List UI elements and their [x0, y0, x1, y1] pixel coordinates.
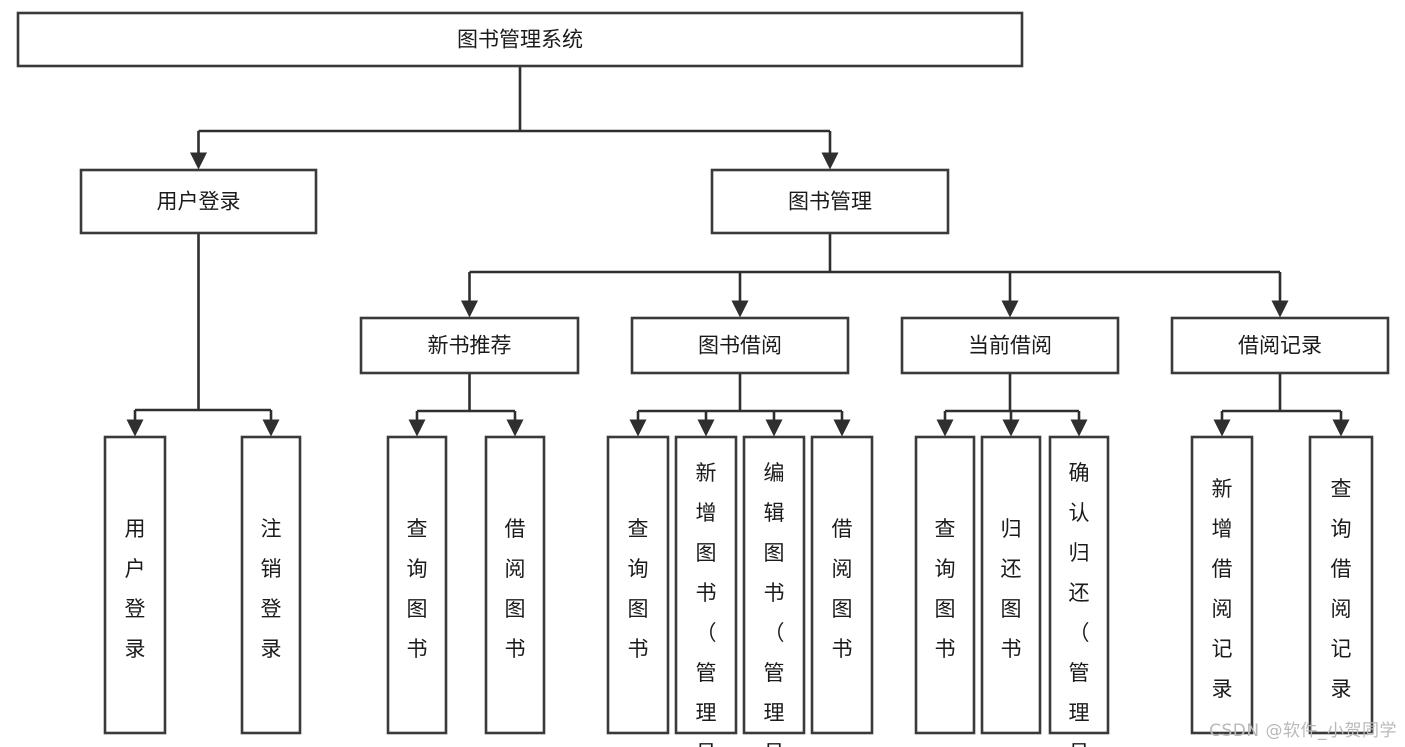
node-box — [484, 435, 546, 735]
leaf-node-归还图书[interactable]: 归还图书 — [980, 435, 1042, 735]
arrow-head-icon — [262, 419, 280, 437]
arrow-head-icon — [821, 152, 839, 170]
node-label: 查询图书 — [407, 517, 428, 661]
node-label: 确认归还（管理员） — [1069, 461, 1090, 747]
node-box — [900, 316, 1120, 375]
leaf-node-查询图书[interactable]: 查询图书 — [386, 435, 448, 735]
node-box — [914, 435, 976, 735]
leaf-node-新增借阅记录[interactable]: 新增借阅记录 — [1190, 435, 1254, 735]
level2-node-用户登录[interactable]: 用户登录 — [79, 168, 318, 235]
arrow-head-icon — [697, 419, 715, 437]
node-label: 用户登录 — [157, 190, 241, 214]
leaf-node-编辑图书管理员[interactable]: 编辑图书（管理员） — [742, 435, 806, 747]
node-label: 查询借阅记录 — [1331, 477, 1352, 701]
node-label: 当前借阅 — [968, 334, 1052, 358]
arrow-head-icon — [731, 300, 749, 318]
level3-node-当前借阅[interactable]: 当前借阅 — [900, 316, 1120, 375]
leaf-node-借阅图书[interactable]: 借阅图书 — [484, 435, 546, 735]
arrow-head-icon — [1332, 419, 1350, 437]
node-label: 借阅图书 — [505, 517, 526, 661]
node-label: 新增借阅记录 — [1212, 477, 1233, 701]
node-box — [1048, 435, 1110, 735]
node-label: 图书管理系统 — [457, 28, 583, 52]
node-label: 新增图书（管理员） — [696, 461, 717, 747]
node-box — [742, 435, 806, 735]
node-box — [103, 435, 167, 735]
arrow-head-icon — [936, 419, 954, 437]
node-box — [810, 435, 874, 735]
node-label: 编辑图书（管理员） — [764, 461, 785, 747]
arrow-head-icon — [1002, 419, 1020, 437]
node-box — [674, 435, 738, 735]
node-box — [1170, 316, 1390, 375]
node-label: 借阅记录 — [1238, 334, 1322, 358]
node-box — [710, 168, 950, 235]
node-label: 查询图书 — [935, 517, 956, 661]
arrow-head-icon — [408, 419, 426, 437]
node-box — [359, 316, 580, 375]
node-label: 图书借阅 — [698, 334, 782, 358]
root-node-图书管理系统[interactable]: 图书管理系统 — [16, 11, 1024, 68]
node-label: 归还图书 — [1001, 517, 1022, 661]
leaf-node-借阅图书[interactable]: 借阅图书 — [810, 435, 874, 735]
leaf-node-查询借阅记录[interactable]: 查询借阅记录 — [1308, 435, 1374, 735]
nodes-layer: 图书管理系统用户登录图书管理新书推荐图书借阅当前借阅借阅记录用户登录注销登录查询… — [16, 11, 1390, 747]
arrow-head-icon — [1001, 300, 1019, 318]
level2-node-图书管理[interactable]: 图书管理 — [710, 168, 950, 235]
node-box — [630, 316, 850, 375]
arrow-head-icon — [506, 419, 524, 437]
leaf-node-查询图书[interactable]: 查询图书 — [914, 435, 976, 735]
level3-node-新书推荐[interactable]: 新书推荐 — [359, 316, 580, 375]
node-label: 借阅图书 — [832, 517, 853, 661]
node-label: 查询图书 — [628, 517, 649, 661]
node-box — [980, 435, 1042, 735]
node-label: 新书推荐 — [428, 334, 512, 358]
node-box — [606, 435, 670, 735]
node-box — [1190, 435, 1254, 735]
arrow-head-icon — [190, 152, 207, 170]
arrow-head-icon — [1213, 419, 1231, 437]
arrow-head-icon — [1271, 300, 1289, 318]
level3-node-图书借阅[interactable]: 图书借阅 — [630, 316, 850, 375]
node-box — [1308, 435, 1374, 735]
arrow-head-icon — [461, 300, 478, 318]
node-box — [240, 435, 302, 735]
arrow-head-icon — [1070, 419, 1088, 437]
node-label: 图书管理 — [788, 190, 872, 214]
edges-layer — [126, 66, 1350, 437]
leaf-node-注销登录[interactable]: 注销登录 — [240, 435, 302, 735]
node-box — [386, 435, 448, 735]
arrow-head-icon — [765, 419, 783, 437]
level3-node-借阅记录[interactable]: 借阅记录 — [1170, 316, 1390, 375]
node-label: 用户登录 — [125, 517, 146, 661]
leaf-node-查询图书[interactable]: 查询图书 — [606, 435, 670, 735]
node-label: 注销登录 — [261, 517, 282, 661]
arrow-head-icon — [126, 419, 144, 437]
leaf-node-确认归还管理员[interactable]: 确认归还（管理员） — [1048, 435, 1110, 747]
node-box — [79, 168, 318, 235]
node-box — [16, 11, 1024, 68]
arrow-head-icon — [833, 419, 851, 437]
leaf-node-新增图书管理员[interactable]: 新增图书（管理员） — [674, 435, 738, 747]
arrow-head-icon — [629, 419, 647, 437]
leaf-node-用户登录[interactable]: 用户登录 — [103, 435, 167, 735]
